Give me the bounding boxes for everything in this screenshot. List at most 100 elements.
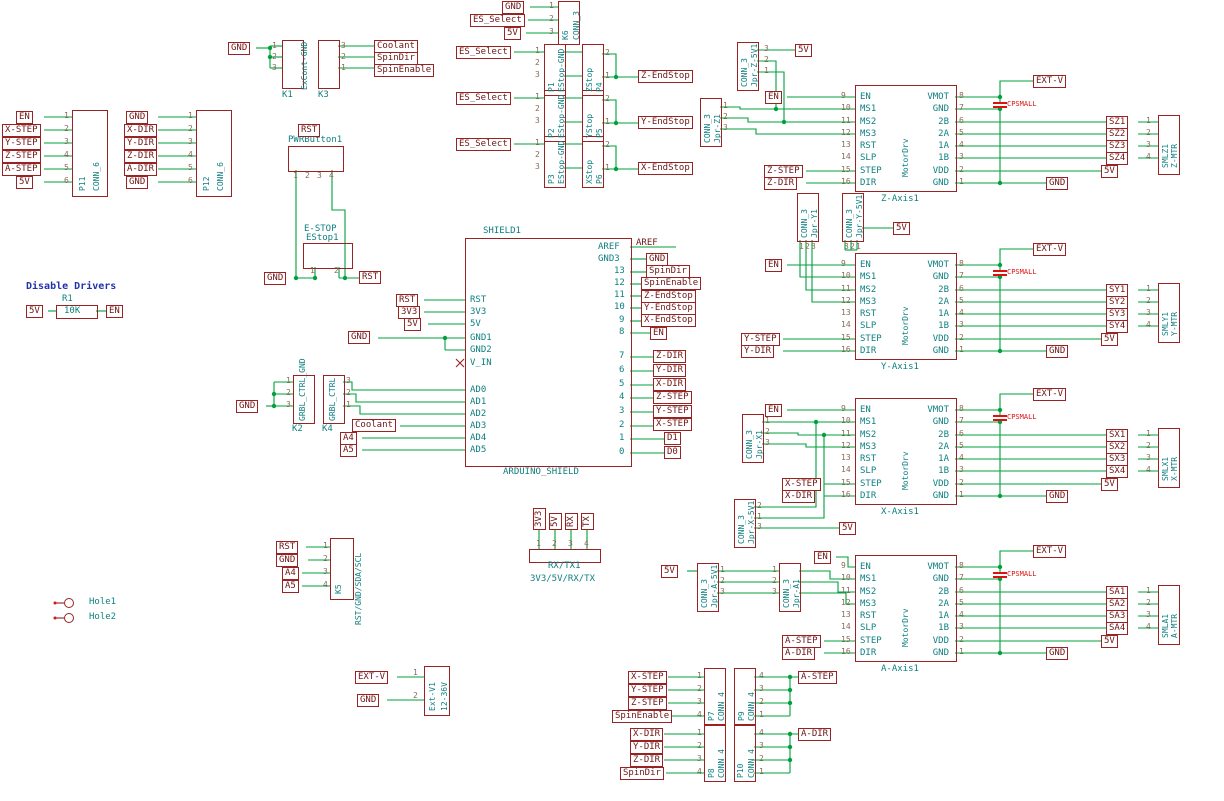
- net-flag-5v[interactable]: 5V: [504, 27, 521, 40]
- net-flag-5v[interactable]: 5V: [839, 522, 856, 535]
- component-k5[interactable]: [330, 538, 354, 600]
- capacitor-icon[interactable]: [993, 106, 1007, 108]
- component-k3[interactable]: [318, 40, 340, 89]
- net-flag-gnd[interactable]: GND: [126, 176, 149, 189]
- wire[interactable]: [836, 556, 855, 568]
- net-flag-x-dir[interactable]: X-DIR: [630, 728, 664, 741]
- component-k2[interactable]: [293, 375, 315, 424]
- wire[interactable]: [805, 240, 855, 291]
- net-flag-gnd[interactable]: GND: [348, 331, 371, 344]
- component-p3[interactable]: [544, 136, 566, 188]
- component-p6[interactable]: [582, 136, 604, 188]
- net-flag-sa4[interactable]: SA4: [1106, 622, 1129, 635]
- net-flag-y-dir[interactable]: Y-DIR: [741, 345, 775, 358]
- wire[interactable]: [331, 170, 346, 278]
- component-jpr-a-5v1[interactable]: [697, 563, 719, 612]
- net-flag-gnd[interactable]: GND: [264, 272, 287, 285]
- net-flag-spinenable[interactable]: SpinEnable: [374, 64, 435, 77]
- net-flag-a5[interactable]: A5: [282, 580, 299, 593]
- net-flag-5v[interactable]: 5V: [893, 222, 910, 235]
- net-flag-x-endstop[interactable]: X-EndStop: [641, 314, 696, 327]
- net-flag-sx4[interactable]: SX4: [1106, 465, 1129, 478]
- wire[interactable]: [754, 422, 817, 508]
- net-flag-5v[interactable]: 5V: [795, 44, 812, 57]
- net-flag-a-step[interactable]: A-STEP: [798, 671, 837, 684]
- component-p9[interactable]: [734, 668, 756, 725]
- net-flag-gnd[interactable]: GND: [126, 111, 149, 124]
- net-flag-5v[interactable]: 5V: [16, 176, 33, 189]
- net-flag-x-step[interactable]: X-STEP: [653, 418, 692, 431]
- component-p12[interactable]: [196, 110, 232, 197]
- net-flag-z-dir[interactable]: Z-DIR: [764, 177, 798, 190]
- net-flag-z-step[interactable]: Z-STEP: [2, 150, 41, 163]
- net-flag-rst[interactable]: RST: [276, 541, 299, 554]
- net-flag-es-select[interactable]: ES_Select: [456, 46, 511, 59]
- wire[interactable]: [799, 592, 855, 605]
- net-flag-a5[interactable]: A5: [340, 444, 357, 457]
- net-flag-a-dir[interactable]: A-DIR: [798, 728, 832, 741]
- net-flag-x-dir[interactable]: X-DIR: [653, 378, 687, 391]
- net-flag-d1[interactable]: D1: [664, 432, 681, 445]
- net-flag-y-endstop[interactable]: Y-EndStop: [638, 116, 693, 129]
- wire[interactable]: [811, 240, 855, 303]
- capacitor-icon[interactable]: [993, 274, 1007, 276]
- component-p10[interactable]: [734, 725, 756, 782]
- net-flag-gnd[interactable]: GND: [1046, 345, 1069, 358]
- net-flag-y-step[interactable]: Y-STEP: [2, 137, 41, 150]
- net-flag-gnd[interactable]: GND: [502, 1, 525, 14]
- net-flag-a4[interactable]: A4: [282, 567, 299, 580]
- component-jpr-x1[interactable]: [742, 414, 764, 463]
- component-k6[interactable]: [558, 1, 580, 45]
- mounting-hole-icon[interactable]: [64, 598, 74, 608]
- wire[interactable]: [720, 128, 855, 135]
- net-flag-z-endstop[interactable]: Z-EndStop: [638, 70, 693, 83]
- capacitor-icon[interactable]: [993, 270, 1007, 272]
- net-flag-en[interactable]: EN: [16, 111, 33, 124]
- component-r1[interactable]: [56, 305, 98, 319]
- component-jpr-z1[interactable]: [700, 98, 722, 147]
- net-flag-a-step[interactable]: A-STEP: [2, 163, 41, 176]
- wire[interactable]: [602, 53, 617, 77]
- wire[interactable]: [343, 405, 465, 415]
- net-flag-5v[interactable]: 5V: [26, 305, 43, 318]
- net-flag-x-dir[interactable]: X-DIR: [124, 124, 158, 137]
- component-p2[interactable]: [544, 90, 566, 142]
- component-rxtx1[interactable]: [529, 549, 601, 563]
- component-jpr-y-5v1[interactable]: [842, 193, 864, 242]
- net-flag-5v[interactable]: 5V: [1101, 165, 1118, 178]
- capacitor-icon[interactable]: [993, 572, 1007, 574]
- component-estop1[interactable]: [303, 243, 353, 269]
- wire[interactable]: [799, 240, 855, 278]
- net-flag-x-dir[interactable]: X-DIR: [782, 490, 816, 503]
- net-flag-y-dir[interactable]: Y-DIR: [630, 741, 664, 754]
- net-flag-5v[interactable]: 5V: [1101, 333, 1118, 346]
- mounting-hole-icon[interactable]: [64, 613, 74, 623]
- component-smla1[interactable]: [1158, 585, 1180, 645]
- net-flag-rst[interactable]: RST: [359, 271, 382, 284]
- net-flag-gnd[interactable]: GND: [236, 400, 259, 413]
- component-k4[interactable]: [323, 375, 345, 424]
- net-flag-en[interactable]: EN: [106, 305, 123, 318]
- wire[interactable]: [999, 248, 1033, 265]
- net-flag-z-dir[interactable]: Z-DIR: [630, 754, 664, 767]
- net-flag-ext-v[interactable]: EXT-V: [1033, 243, 1067, 256]
- net-flag-y-step[interactable]: Y-STEP: [653, 405, 692, 418]
- component-extv1[interactable]: [424, 666, 450, 716]
- capacitor-icon[interactable]: [993, 415, 1007, 417]
- net-flag-5v[interactable]: 5V: [1101, 635, 1118, 648]
- component-jpr-y1[interactable]: [797, 193, 819, 242]
- net-flag-z-dir[interactable]: Z-DIR: [653, 350, 687, 363]
- component-smlz1[interactable]: [1158, 115, 1180, 175]
- net-flag-z-step[interactable]: Z-STEP: [628, 697, 667, 710]
- wire[interactable]: [343, 393, 465, 403]
- wire[interactable]: [602, 99, 617, 123]
- component-y-axis1[interactable]: [855, 253, 957, 360]
- component-p4[interactable]: [582, 44, 604, 96]
- net-flag-en[interactable]: EN: [765, 91, 782, 104]
- component-jpr-z-5v1[interactable]: [737, 42, 759, 91]
- net-flag-d0[interactable]: D0: [664, 446, 681, 459]
- net-flag-x-step[interactable]: X-STEP: [628, 671, 667, 684]
- wire[interactable]: [720, 117, 855, 123]
- component-p1[interactable]: [544, 44, 566, 96]
- component-jpr-x-5v1[interactable]: [734, 499, 756, 548]
